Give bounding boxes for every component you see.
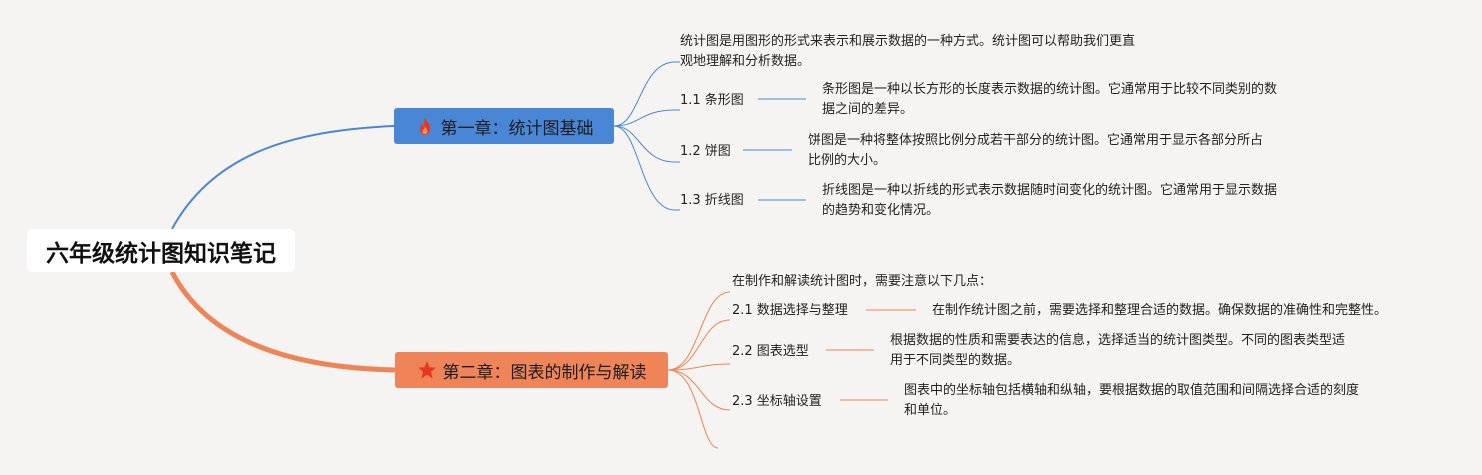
chapter2-node[interactable]: 第二章：图表的制作与解读 bbox=[395, 352, 668, 388]
ch2-branch-3 bbox=[667, 369, 731, 411]
chapter1-item-3-desc: 折线图是一种以折线的形式表示数据随时间变化的统计图。它通常用于显示数据 的趋势和… bbox=[822, 183, 1278, 218]
ch2-branch-1 bbox=[667, 319, 731, 371]
chapter2-item-1-desc: 在制作统计图之前，需要选择和整理合适的数据。确保数据的准确性和完整性。 bbox=[932, 303, 1388, 318]
ch1-branch-intro bbox=[613, 61, 680, 127]
ch2-branch-2 bbox=[667, 363, 731, 371]
root-title: 六年级统计图知识笔记 bbox=[46, 240, 276, 267]
chapter1-node[interactable]: 第一章：统计图基础 bbox=[394, 108, 614, 144]
chapter1-item-1-label[interactable]: 1.1 条形图 bbox=[680, 93, 744, 108]
ch1-branch-3 bbox=[613, 125, 680, 211]
chapter2-item-1-label[interactable]: 2.1 数据选择与整理 bbox=[732, 303, 848, 318]
ch1-branch-1 bbox=[613, 109, 680, 127]
chapter2-item-2-label[interactable]: 2.2 图表选型 bbox=[732, 344, 809, 359]
chapter1-intro: 统计图是用图形的形式来表示和展示数据的一种方式。统计图可以帮助我们更直 观地理解… bbox=[680, 34, 1136, 69]
chapter1-item-2-desc: 饼图是一种将整体按照比例分成若干部分的统计图。它通常用于显示各部分所占 比例的大… bbox=[808, 133, 1264, 168]
chapter1-item-1-desc: 条形图是一种以长方形的长度表示数据的统计图。它通常用于比较不同类别的数 据之间的… bbox=[822, 82, 1278, 117]
root-node[interactable]: 六年级统计图知识笔记 bbox=[27, 229, 295, 272]
star-icon bbox=[417, 361, 436, 379]
chapter2-intro: 在制作和解读统计图时，需要注意以下几点： bbox=[732, 274, 993, 289]
flame-icon bbox=[419, 117, 430, 135]
ch1-branch-2 bbox=[613, 125, 680, 163]
chapter1-title: 第一章：统计图基础 bbox=[440, 118, 594, 139]
ch2-branch-empty bbox=[667, 369, 719, 449]
root-to-ch2-link bbox=[169, 270, 396, 373]
chapter2-item-3-desc: 图表中的坐标轴包括横轴和纵轴，要根据数据的取值范围和间隔选择合适的刻度 和单位。 bbox=[904, 383, 1360, 418]
ch2-branch-intro bbox=[667, 291, 731, 371]
chapter1-item-3-label[interactable]: 1.3 折线图 bbox=[680, 193, 744, 208]
chapter2-item-2-desc: 根据数据的性质和需要表达的信息，选择适当的统计图类型。不同的图表类型适 用于不同… bbox=[890, 333, 1346, 368]
chapter2-item-3-label[interactable]: 2.3 坐标轴设置 bbox=[732, 394, 822, 409]
root-to-ch1-link bbox=[171, 125, 395, 230]
chapter2-title: 第二章：图表的制作与解读 bbox=[442, 362, 647, 383]
chapter1-item-2-label[interactable]: 1.2 饼图 bbox=[680, 144, 731, 159]
